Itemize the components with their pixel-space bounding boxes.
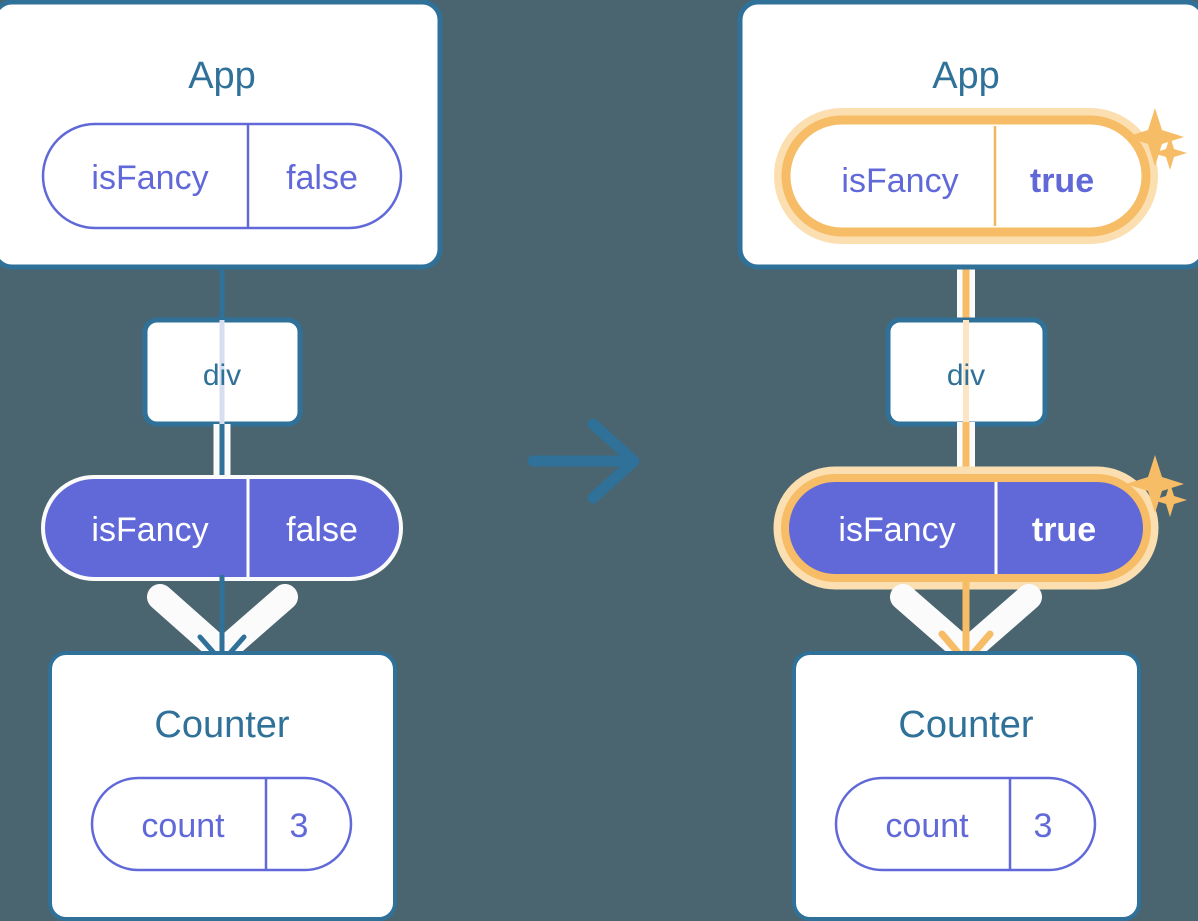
counter-state-pill-after: count 3 — [834, 776, 1097, 872]
sparkle-large-icon — [1126, 108, 1184, 166]
app-state-pill-ring-after — [781, 115, 1151, 237]
app-state-pill-before: isFancy false — [41, 122, 403, 230]
sparkle-group-prop-after — [1126, 455, 1187, 517]
counter-title-before: Counter — [154, 704, 290, 746]
counter-state-pill-frame-after — [834, 776, 1097, 872]
counter-state-pill-before: count 3 — [90, 776, 353, 872]
sparkle-group-app-after — [1126, 108, 1187, 170]
counter-title-after: Counter — [898, 704, 1034, 746]
div-node-after: div — [885, 317, 1048, 427]
counter-state-pill-value-before: 3 — [290, 807, 309, 845]
transition-arrow-group — [527, 418, 640, 504]
app-card-after: App isFancy true — [737, 0, 1198, 270]
sparkle-large-icon — [1126, 455, 1184, 513]
counter-state-pill-label-after: count — [885, 807, 969, 845]
app-state-pill-value-before: false — [286, 159, 358, 197]
app-state-pill-label-after: isFancy — [841, 162, 958, 200]
sparkle-small-icon — [1153, 136, 1187, 170]
counter-card-before: Counter count 3 — [48, 651, 397, 921]
prop-pill-before: isFancy false — [41, 475, 403, 581]
app-state-pill-label-before: isFancy — [91, 159, 208, 197]
app-state-pill-value-after: true — [1030, 162, 1094, 200]
panel-before: App isFancy false div — [0, 0, 443, 921]
app-state-pill-frame-before — [41, 122, 403, 230]
counter-card-after: Counter count 3 — [792, 651, 1141, 921]
panel-after: App isFancy true — [737, 0, 1198, 921]
prop-pill-value-after: true — [1032, 511, 1096, 549]
prop-pill-label-before: isFancy — [91, 511, 208, 549]
div-node-label-before: div — [203, 359, 241, 392]
prop-pill-after: isFancy true — [773, 466, 1159, 590]
app-card-before: App isFancy false — [0, 0, 443, 270]
sparkle-small-icon — [1153, 483, 1187, 517]
app-title-after: App — [932, 55, 1000, 97]
prop-pill-label-after: isFancy — [838, 511, 955, 549]
counter-state-pill-label-before: count — [141, 807, 225, 845]
div-node-before: div — [142, 317, 303, 427]
counter-state-pill-frame-before — [90, 776, 353, 872]
arrow-right-icon — [527, 418, 640, 504]
counter-state-pill-value-after: 3 — [1034, 807, 1053, 845]
prop-pill-value-before: false — [286, 511, 358, 549]
div-node-label-after: div — [947, 359, 985, 392]
app-state-pill-after: isFancy true — [774, 108, 1158, 244]
app-title-before: App — [188, 55, 256, 97]
